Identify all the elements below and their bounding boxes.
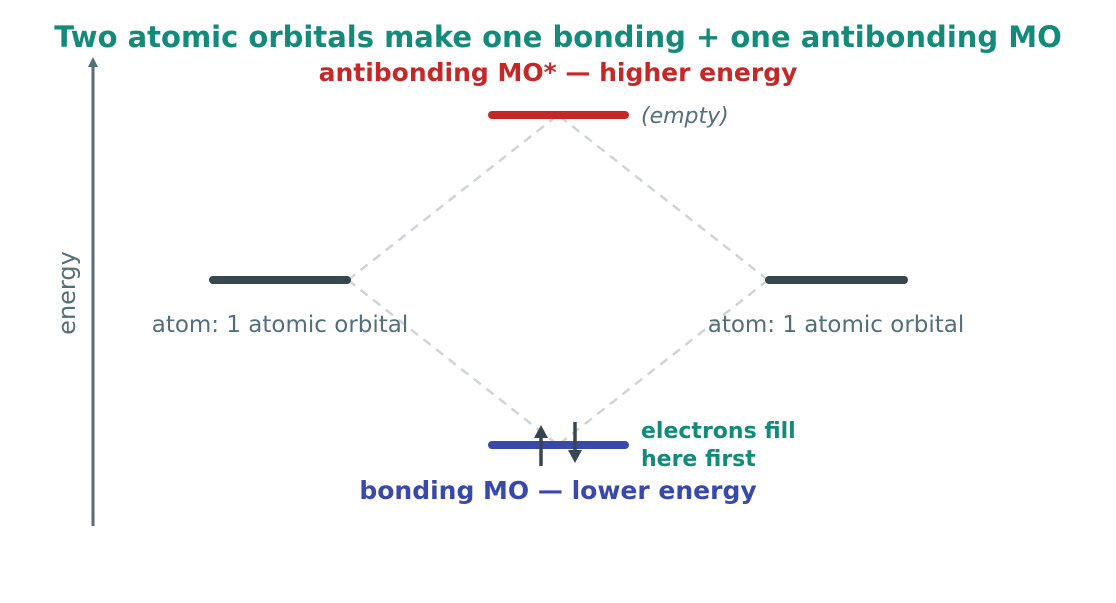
connector-left-bonding	[347, 279, 559, 446]
energy-axis-label: energy	[53, 251, 81, 335]
bonding-note-line1: electrons fill	[641, 419, 796, 444]
bonding-label: bonding MO — lower energy	[359, 476, 756, 505]
down-arrow-icon	[568, 422, 582, 463]
bonding-note-line2: here first	[641, 447, 756, 472]
connector-right-antibonding	[557, 114, 769, 281]
up-arrow-icon	[534, 425, 548, 466]
atom-right-label: atom: 1 atomic orbital	[708, 312, 965, 338]
antibonding-label: antibonding MO* — higher energy	[319, 58, 798, 87]
correlation-lines	[347, 114, 769, 446]
antibonding-note: (empty)	[641, 104, 729, 129]
diagram-title: Two atomic orbitals make one bonding + o…	[54, 20, 1062, 54]
connector-left-antibonding	[347, 114, 559, 281]
connector-right-bonding	[557, 279, 769, 446]
atom-left-label: atom: 1 atomic orbital	[152, 312, 409, 338]
